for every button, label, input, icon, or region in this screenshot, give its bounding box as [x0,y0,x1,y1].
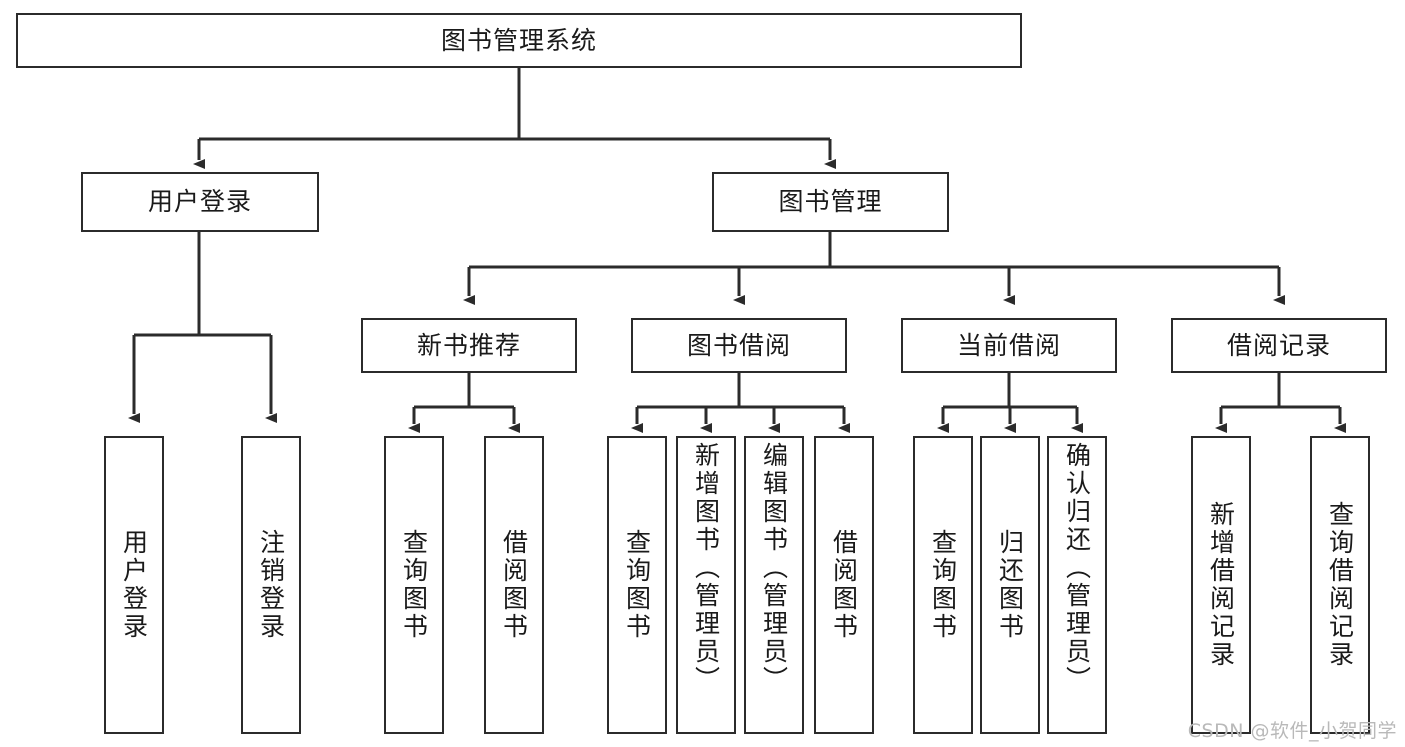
node-leaf-borrow-book-2-label: 借阅图书 [829,529,859,641]
node-leaf-logout-login[interactable]: 注销登录 [241,436,301,734]
node-leaf-add-borrow-record[interactable]: 新增借阅记录 [1191,436,1251,734]
node-leaf-confirm-return-admin[interactable]: 确认归还（管理员） [1047,436,1107,734]
node-leaf-confirm-return-admin-label: 确认归还（管理员） [1062,442,1092,694]
node-leaf-user-login-label: 用户登录 [119,529,149,641]
node-leaf-borrow-book-2[interactable]: 借阅图书 [814,436,874,734]
node-root[interactable]: 图书管理系统 [16,13,1022,68]
node-user-login[interactable]: 用户登录 [81,172,319,232]
node-leaf-add-borrow-record-label: 新增借阅记录 [1206,501,1236,669]
node-leaf-query-book-3[interactable]: 查询图书 [913,436,973,734]
node-root-label: 图书管理系统 [440,25,597,55]
node-leaf-return-book-label: 归还图书 [995,529,1025,641]
node-leaf-add-book-admin[interactable]: 新增图书（管理员） [676,436,736,734]
node-leaf-borrow-book-1[interactable]: 借阅图书 [484,436,544,734]
node-leaf-query-borrow-record[interactable]: 查询借阅记录 [1310,436,1370,734]
node-leaf-logout-login-label: 注销登录 [256,529,286,641]
node-book-borrow-label: 图书借阅 [686,330,791,360]
node-leaf-borrow-book-1-label: 借阅图书 [499,529,529,641]
node-current-borrow-label: 当前借阅 [956,330,1061,360]
node-leaf-query-book-3-label: 查询图书 [928,529,958,641]
node-borrow-record[interactable]: 借阅记录 [1171,318,1387,373]
node-borrow-record-label: 借阅记录 [1226,330,1331,360]
node-new-book-recommend-label: 新书推荐 [416,330,521,360]
node-leaf-return-book[interactable]: 归还图书 [980,436,1040,734]
node-leaf-edit-book-admin[interactable]: 编辑图书（管理员） [744,436,804,734]
node-leaf-edit-book-admin-label: 编辑图书（管理员） [759,442,789,694]
node-leaf-query-book-2-label: 查询图书 [622,529,652,641]
node-book-manage[interactable]: 图书管理 [712,172,949,232]
node-leaf-add-book-admin-label: 新增图书（管理员） [691,442,721,694]
node-leaf-query-borrow-record-label: 查询借阅记录 [1325,501,1355,669]
node-leaf-query-book-2[interactable]: 查询图书 [607,436,667,734]
node-user-login-label: 用户登录 [147,187,252,217]
node-new-book-recommend[interactable]: 新书推荐 [361,318,577,373]
node-book-manage-label: 图书管理 [778,187,883,217]
node-leaf-query-book-1[interactable]: 查询图书 [384,436,444,734]
node-leaf-query-book-1-label: 查询图书 [399,529,429,641]
node-book-borrow[interactable]: 图书借阅 [631,318,847,373]
node-current-borrow[interactable]: 当前借阅 [901,318,1117,373]
watermark-text: CSDN @软件_小贺同学 [1187,720,1397,742]
node-leaf-user-login[interactable]: 用户登录 [104,436,164,734]
